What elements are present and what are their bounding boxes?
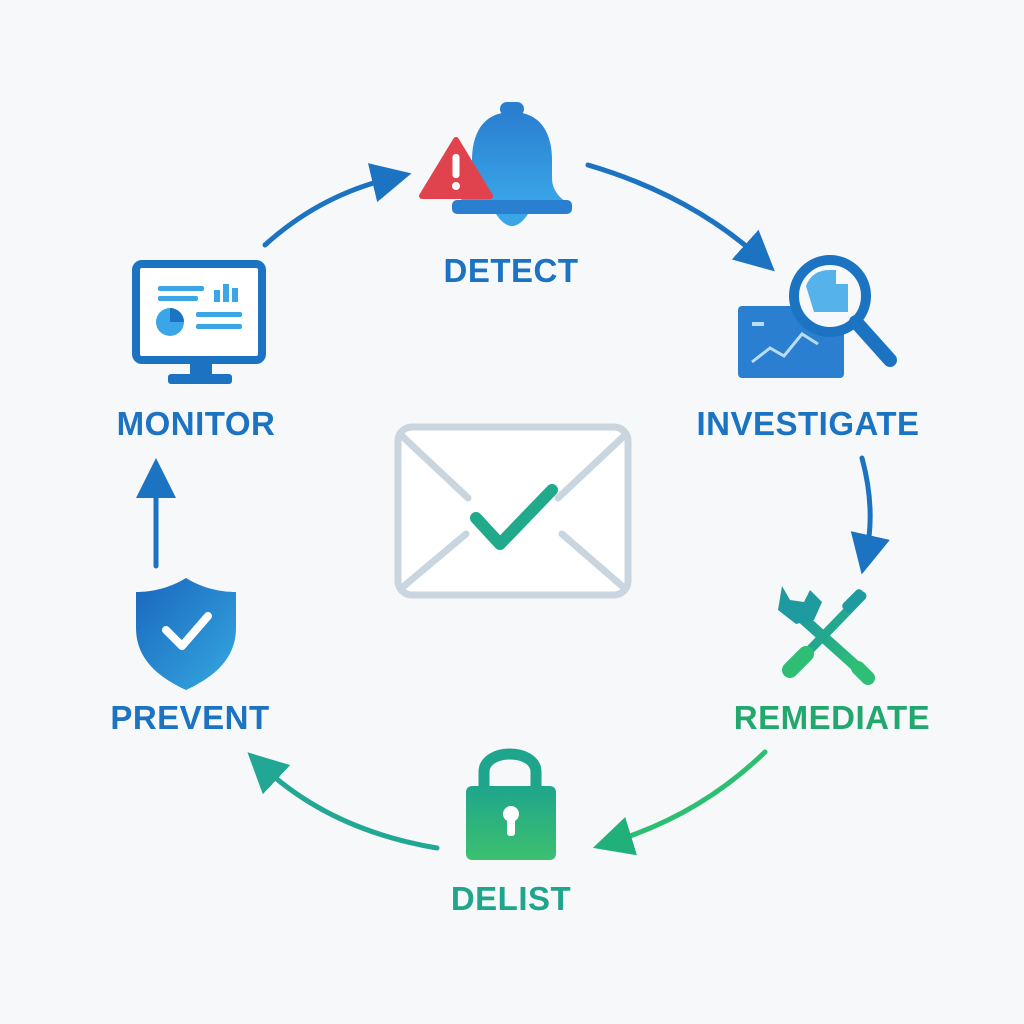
stage-label-remediate: REMEDIATE [733, 699, 931, 736]
stage-label-delist: DELIST [450, 880, 572, 917]
stage-label-investigate: INVESTIGATE [696, 405, 920, 442]
arrow-remediate-to-delist [592, 749, 768, 856]
arrow-delist-to-prevent [247, 752, 440, 851]
arrow-monitor-to-detect [262, 163, 412, 248]
arrow-detect-to-investigate [585, 162, 775, 272]
stage-label-detect: DETECT [443, 252, 579, 289]
monitor-dashboard-icon [132, 260, 266, 384]
bell-alert-icon [419, 102, 572, 226]
wrench-screwdriver-icon [778, 586, 875, 685]
shield-check-icon [136, 578, 236, 690]
arrow-investigate-to-remediate [850, 455, 890, 575]
stage-label-monitor: MONITOR [116, 405, 276, 442]
magnifier-chart-icon [738, 255, 897, 378]
stage-label-prevent: PREVENT [110, 699, 270, 736]
envelope-check-icon [394, 423, 632, 599]
padlock-icon [466, 748, 556, 860]
